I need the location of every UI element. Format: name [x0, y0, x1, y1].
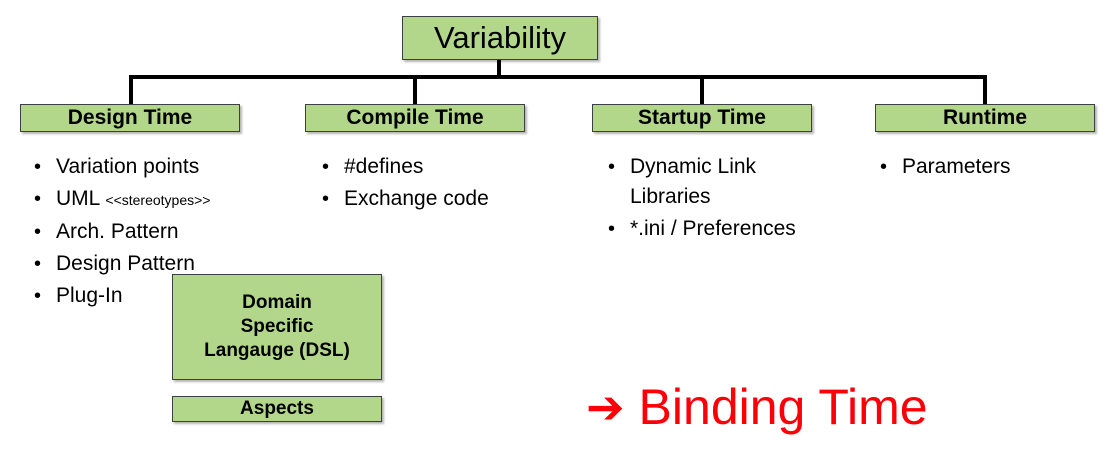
dsl-line-2: Specific [240, 315, 314, 337]
bullet-icon: • [34, 188, 42, 210]
list-item: • Dynamic Link Libraries [608, 152, 863, 212]
bullet-list-startup-time: • Dynamic Link Libraries • *.ini / Prefe… [608, 152, 863, 246]
list-item: • Variation points [34, 152, 299, 182]
bullet-icon: • [34, 253, 42, 275]
bullet-icon: • [34, 156, 42, 178]
list-item-label: *.ini / Preferences [630, 217, 796, 240]
dsl-line-3: Langauge (DSL) [204, 340, 350, 362]
node-startup-time[interactable]: Startup Time [592, 104, 812, 132]
node-compile-time-label: Compile Time [346, 106, 484, 129]
bullet-icon: • [34, 221, 42, 243]
binding-time-label: Binding Time [638, 379, 928, 435]
connector-root-stem [497, 60, 501, 78]
list-item: • *.ini / Preferences [608, 214, 863, 244]
bullet-icon: • [322, 188, 330, 210]
list-item-label: Exchange code [344, 187, 489, 210]
list-item-label: UML <<stereotypes>> [56, 184, 210, 215]
bullet-list-runtime: • Parameters [880, 152, 1105, 184]
list-item-label-stereotype: <<stereotypes>> [105, 192, 211, 208]
bullet-icon: • [608, 156, 616, 178]
list-item-label: Arch. Pattern [56, 220, 179, 243]
connector-horizontal-bus [131, 75, 985, 79]
bullet-icon: • [322, 156, 330, 178]
node-variability[interactable]: Variability [402, 16, 598, 60]
node-compile-time[interactable]: Compile Time [305, 104, 525, 132]
list-item: • Design Pattern [34, 249, 299, 279]
bullet-icon: • [608, 218, 616, 240]
node-design-time-label: Design Time [67, 106, 193, 129]
node-aspects[interactable]: Aspects [172, 396, 382, 422]
right-arrow-icon: ➔ [586, 381, 625, 433]
bullet-icon: • [34, 285, 42, 307]
list-item-label: Variation points [56, 155, 200, 178]
list-item-label: #defines [344, 155, 424, 178]
connector-drop-startup-time [700, 75, 704, 104]
node-runtime[interactable]: Runtime [875, 104, 1095, 132]
bullet-icon: • [880, 156, 888, 178]
node-startup-time-label: Startup Time [638, 106, 766, 129]
node-aspects-label: Aspects [240, 397, 314, 419]
list-item: • UML <<stereotypes>> [34, 184, 299, 215]
list-item-label: Parameters [902, 155, 1011, 178]
list-item-label: Plug-In [56, 284, 123, 307]
bullet-list-design-time: • Variation points • UML <<stereotypes>>… [34, 152, 299, 313]
list-item: • Parameters [880, 152, 1105, 182]
list-item-label: Dynamic Link Libraries [630, 155, 757, 208]
dsl-line-1: Domain [242, 291, 312, 313]
list-item: • Exchange code [322, 184, 582, 214]
connector-drop-design-time [129, 75, 133, 104]
list-item: • Arch. Pattern [34, 217, 299, 247]
list-item-label-main: UML [56, 187, 106, 210]
bullet-list-compile-time: • #defines • Exchange code [322, 152, 582, 216]
list-item-label: Design Pattern [56, 252, 195, 275]
node-variability-label: Variability [433, 20, 567, 55]
connector-drop-runtime [983, 75, 987, 104]
node-runtime-label: Runtime [943, 106, 1027, 129]
binding-time-callout: ➔ Binding Time [586, 382, 928, 432]
connector-drop-compile-time [413, 75, 417, 104]
node-domain-specific-language[interactable]: Domain Specific Langauge (DSL) [172, 274, 382, 380]
list-item: • #defines [322, 152, 582, 182]
node-design-time[interactable]: Design Time [20, 104, 240, 132]
list-item: • Plug-In [34, 281, 299, 311]
